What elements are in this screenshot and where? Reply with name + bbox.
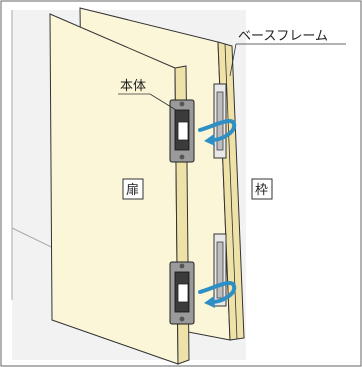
hinge-upper-screw-1 [179,101,185,107]
door-face [49,13,179,365]
hinge-lower [169,261,195,325]
base-frame-leader [229,43,237,77]
frame-label: 枠 [255,183,268,198]
rotate-arrow-upper [198,119,237,142]
hinge-lower-screw-1 [179,263,185,269]
door-label: 扉 [126,182,139,198]
rotate-arrow-lower [198,281,237,304]
door-label-box [122,178,144,200]
body-label: 本体 [120,79,146,94]
hinge-upper [169,99,195,163]
body-leader [149,93,177,111]
rotate-arrow-upper-head [204,134,215,146]
base-frame-label: ベースフレーム [238,29,328,44]
hinge-lower-cup [177,283,189,303]
rotate-arrow-lower-head [204,296,215,308]
hinge-lower-screw-2 [179,316,185,322]
hinge-upper-screw-2 [179,154,185,160]
hinge-upper-cup [177,121,189,141]
frame-label-box [251,178,273,200]
door-panel [49,13,190,365]
base-frame-lower-slot [216,241,224,299]
rotate-arrow-icon [198,119,237,308]
